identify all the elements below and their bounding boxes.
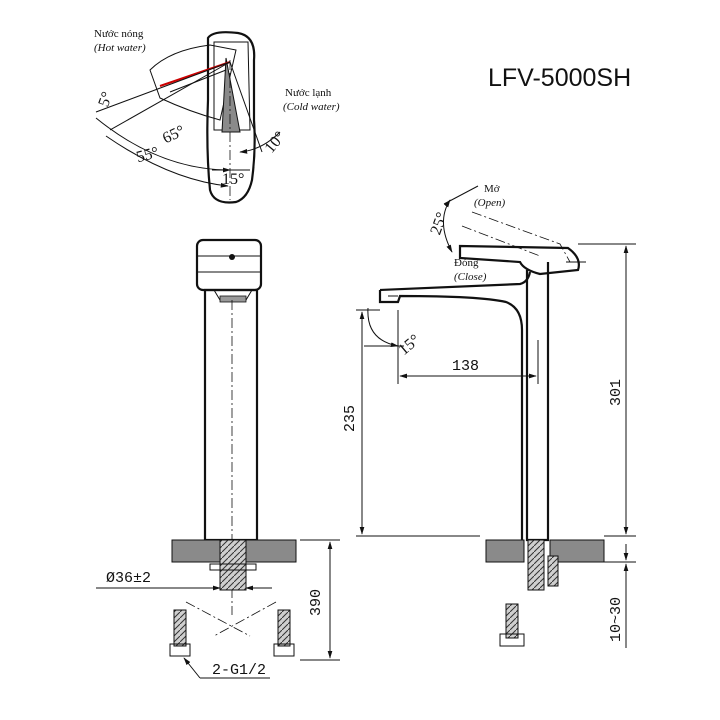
open-label: Mở	[484, 183, 500, 195]
open-label-en: (Open)	[474, 197, 505, 209]
angle-15-top-label: 15°	[222, 171, 244, 188]
cold-water-label-en: (Cold water)	[283, 101, 340, 113]
angle-15-side-label: 15°	[395, 331, 423, 358]
angle-55-label: 55°	[135, 144, 161, 166]
side-view	[356, 185, 636, 648]
close-label-en: (Close)	[454, 271, 487, 283]
angle-65-label: 65°	[160, 122, 187, 147]
angle-5-label: 5°	[95, 90, 116, 109]
front-view	[96, 238, 340, 679]
model-title: LFV-5000SH	[488, 64, 631, 92]
dimension-10-30: 10~30	[608, 597, 625, 642]
cold-water-label: Nước lạnh	[285, 87, 332, 99]
angle-10-label: 10°	[261, 128, 288, 156]
dimension-235: 235	[342, 405, 359, 432]
dimension-diameter: Ø36±2	[106, 570, 151, 587]
handle-top-view	[95, 31, 281, 204]
dimension-301: 301	[608, 379, 625, 406]
hot-water-label-en: (Hot water)	[94, 42, 146, 54]
angle-25-label: 25°	[427, 210, 451, 237]
hot-water-label: Nước nóng	[94, 28, 144, 40]
dimension-390: 390	[308, 589, 325, 616]
dimension-138: 138	[452, 358, 479, 375]
close-label: Đóng	[454, 257, 479, 269]
dimension-thread: 2-G1/2	[212, 662, 266, 679]
